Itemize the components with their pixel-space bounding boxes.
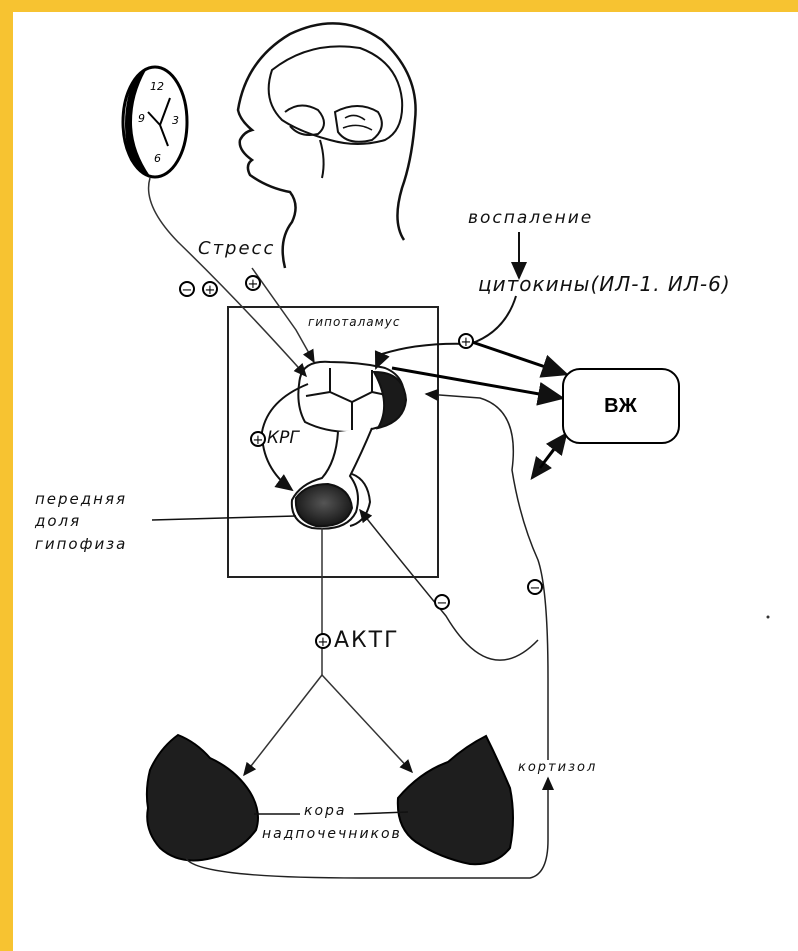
adrenal-gland-left-icon [147, 735, 258, 860]
clock-number-9: 9 [138, 112, 145, 125]
inflammation-label: воспаление [468, 208, 593, 228]
svg-text:+: + [253, 433, 264, 448]
svg-text:+: + [205, 283, 216, 298]
clock-icon: 12 3 6 9 [123, 67, 187, 177]
hypothalamus-icon [292, 362, 406, 529]
cytokines-label: цитокины(ИЛ-1. ИЛ-6) [478, 272, 731, 296]
minus-sign-clock: − [180, 282, 194, 298]
minus-sign-feedback-pituitary: − [435, 595, 449, 611]
plus-sign-acth: + [316, 634, 330, 650]
head-profile-icon [238, 23, 416, 268]
cortex-label-line2: надпочечников [262, 826, 402, 842]
minus-sign-feedback-hypothalamus: − [528, 580, 542, 596]
hypothalamus-label: гипоталамус [308, 315, 400, 329]
plus-sign-clock: + [203, 282, 217, 298]
svg-text:+: + [461, 335, 472, 350]
clock-number-3: 3 [172, 114, 179, 127]
vzh-label: ВЖ [604, 395, 638, 418]
svg-text:−: − [530, 581, 541, 596]
plus-sign-stress: + [246, 276, 260, 292]
pituitary-label-line1: передняя [35, 490, 127, 508]
svg-text:+: + [318, 635, 329, 650]
clock-number-6: 6 [154, 152, 161, 165]
pituitary-label-line2: доля [35, 512, 81, 530]
cortisol-label: кортизол [518, 760, 597, 775]
pituitary-label-line3: гипофиза [35, 535, 127, 553]
adrenal-gland-right-icon [398, 736, 513, 864]
cortex-label-line1: кора [304, 803, 347, 819]
plus-sign-crh: + [251, 432, 265, 448]
plus-sign-cytokines: + [459, 334, 473, 350]
svg-text:−: − [437, 596, 448, 611]
crh-label: КРГ [267, 428, 299, 448]
acth-label: АКТГ [334, 628, 400, 653]
clock-number-12: 12 [150, 80, 164, 93]
svg-text:−: − [182, 283, 193, 298]
svg-text:+: + [248, 277, 259, 292]
stress-label: Стресс [198, 238, 275, 259]
vzh-box: ВЖ [562, 368, 680, 444]
